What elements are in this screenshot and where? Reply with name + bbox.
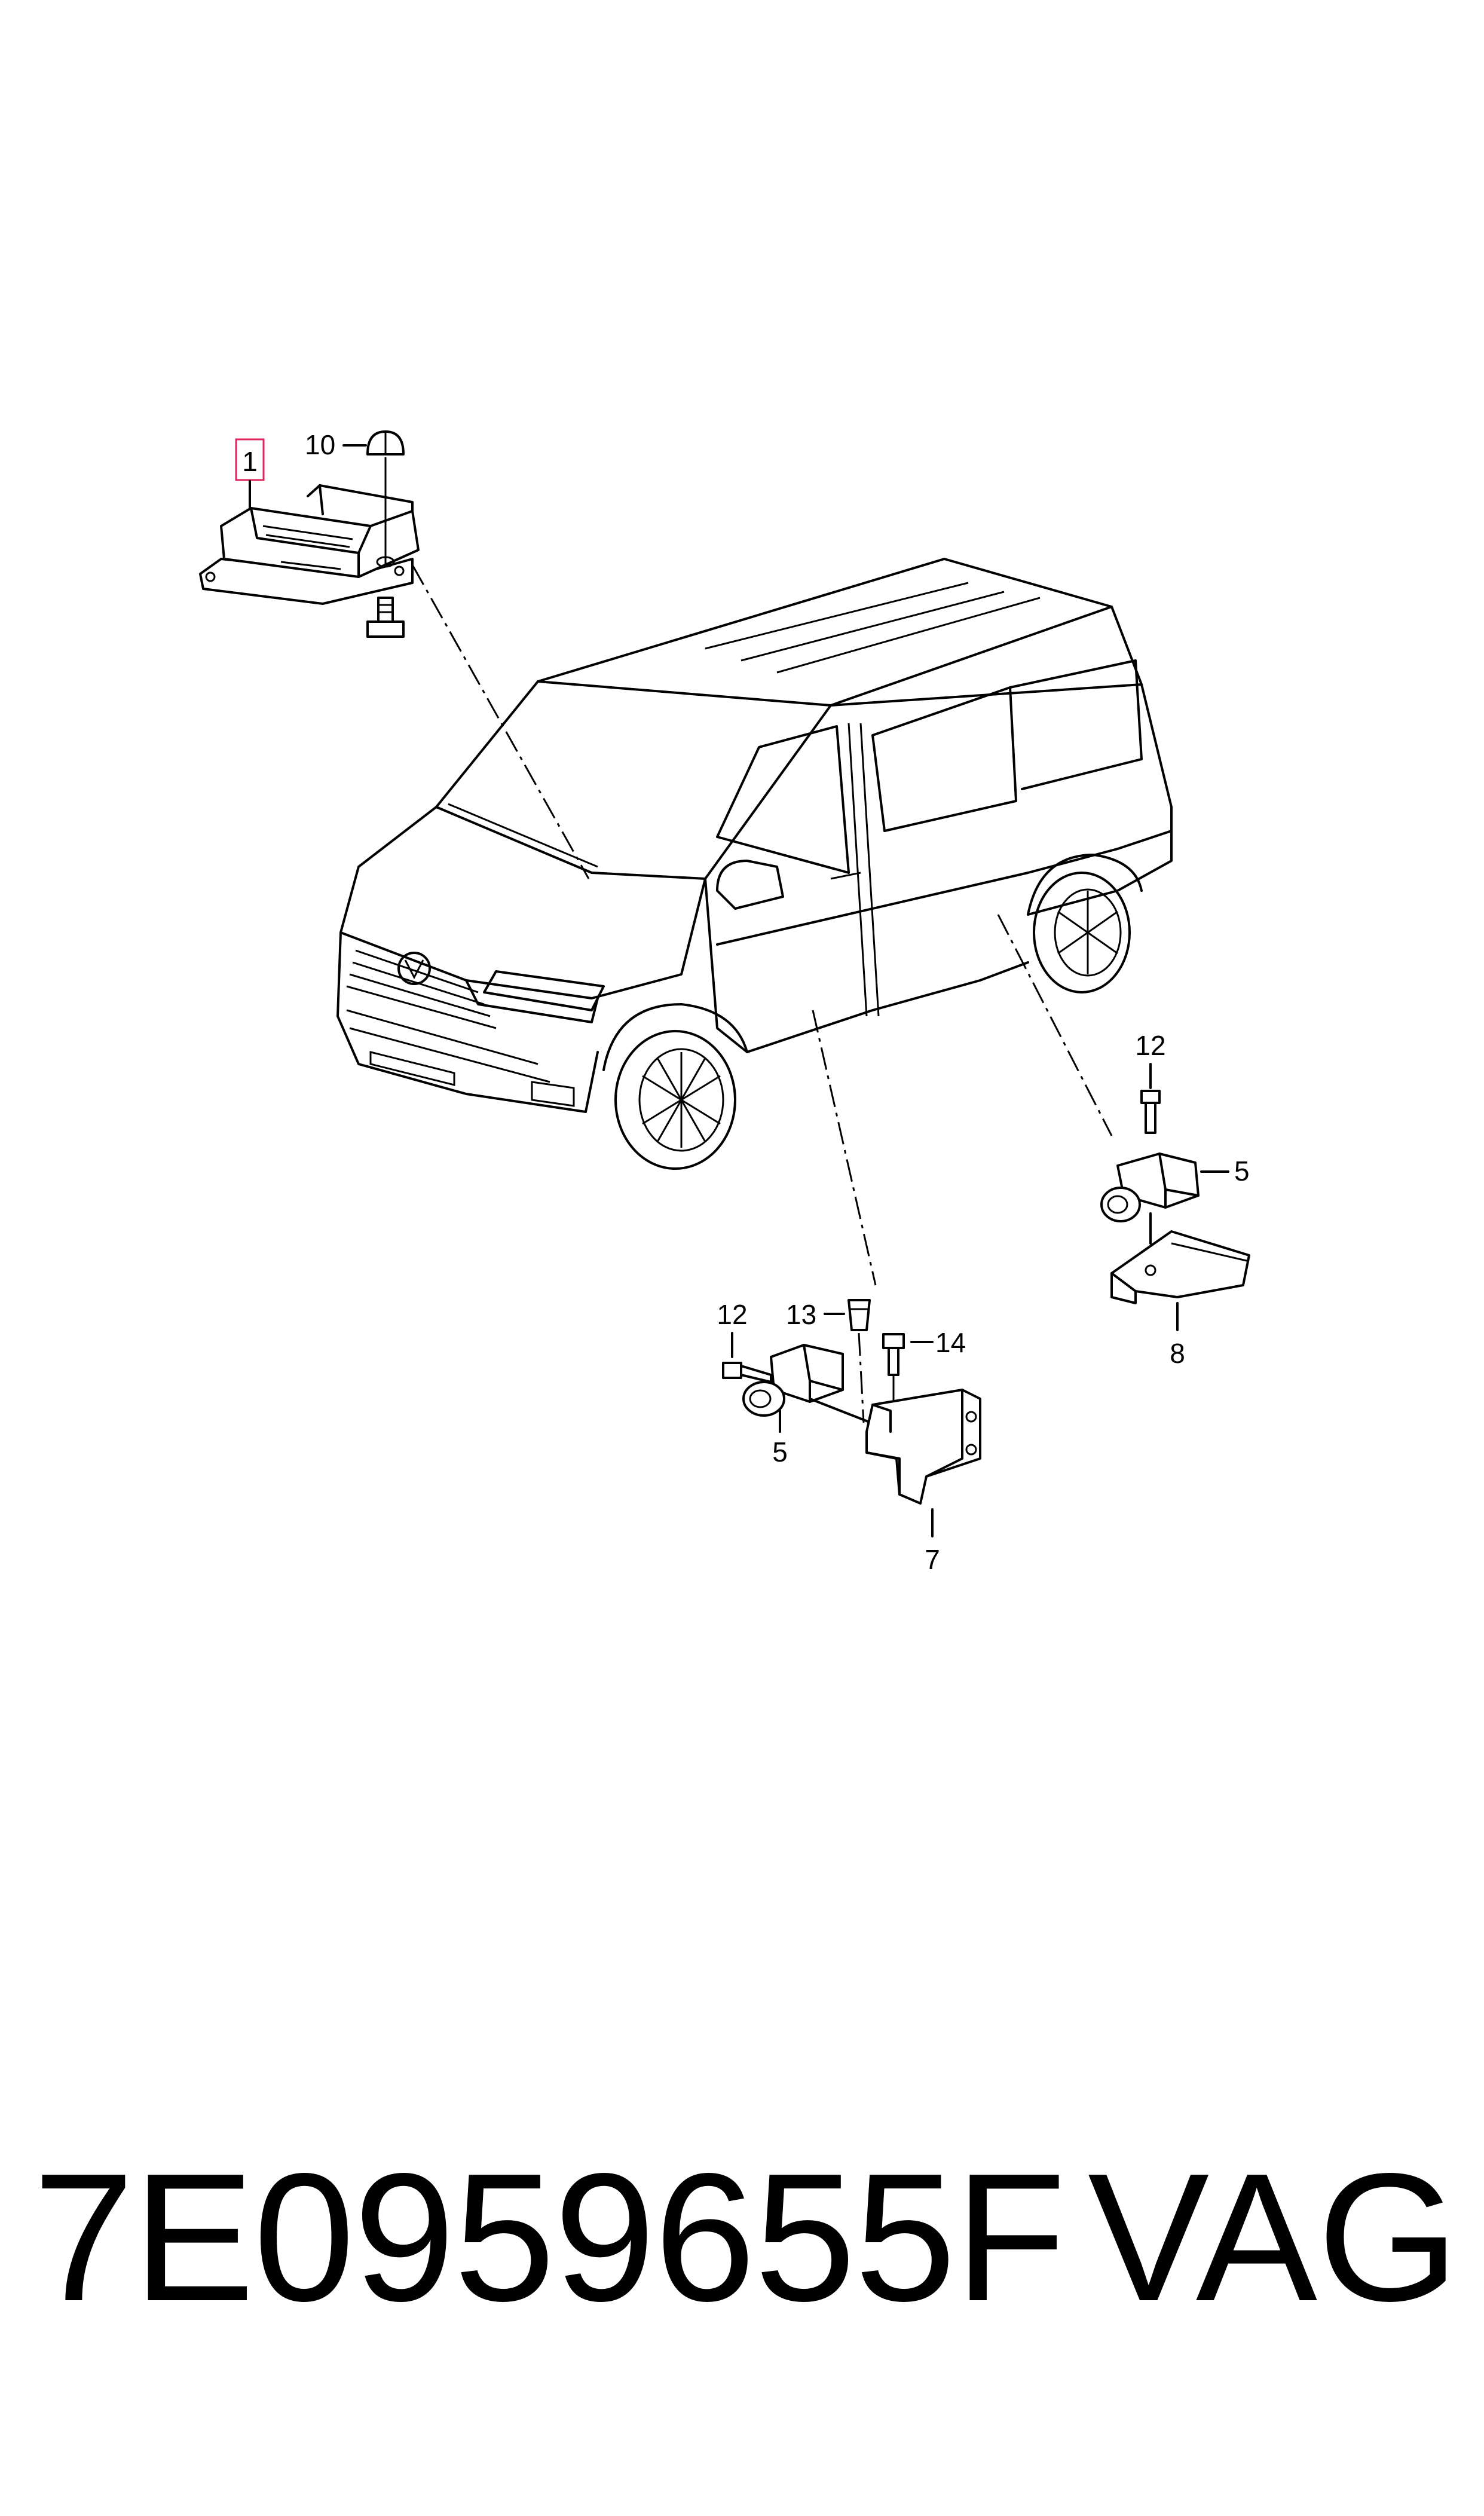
vehicle-illustration	[336, 558, 1173, 1170]
bolt-icon	[882, 1333, 905, 1405]
callout-7[interactable]: 7	[925, 1508, 940, 1575]
part-number-caption: 7E0959655F	[33, 2135, 1066, 2339]
callout-12-right[interactable]: 12	[1135, 1030, 1166, 1089]
callout-12-left[interactable]: 12	[717, 1299, 748, 1358]
callout-12-right-label: 12	[1135, 1030, 1165, 1061]
callout-1-label: 1	[242, 446, 258, 477]
callout-10-label: 10	[305, 429, 335, 460]
callout-8[interactable]: 8	[1170, 1302, 1185, 1369]
bracket-7[interactable]	[865, 1389, 981, 1505]
callout-8-label: 8	[1170, 1338, 1185, 1369]
callout-14[interactable]: 14	[910, 1327, 966, 1358]
callout-5-left-label: 5	[772, 1436, 788, 1468]
callout-12-left-label: 12	[717, 1299, 747, 1330]
callout-5-right-label: 5	[1234, 1155, 1250, 1187]
bolt-icon	[366, 597, 405, 638]
callout-13[interactable]: 13	[786, 1299, 845, 1330]
callout-10[interactable]: 10	[305, 429, 367, 460]
callout-1[interactable]: 1	[235, 438, 265, 515]
callout-5-left[interactable]: 5	[772, 1410, 788, 1468]
airbag-control-unit[interactable]	[199, 484, 420, 605]
crash-sensor-left[interactable]	[742, 1344, 880, 1427]
callout-13-label: 13	[786, 1299, 816, 1330]
crash-sensor-right[interactable]	[1100, 1152, 1200, 1222]
screw-icon	[722, 1362, 772, 1383]
cap-nut-icon	[366, 430, 405, 568]
clip-nut-icon	[847, 1299, 871, 1423]
callout-14-label: 14	[935, 1327, 966, 1358]
callout-5-right[interactable]: 5	[1200, 1155, 1250, 1187]
callout-7-label: 7	[925, 1544, 940, 1575]
bracket-8[interactable]	[1110, 1230, 1250, 1304]
screw-icon	[1140, 1090, 1161, 1134]
brand-caption: VAG	[1088, 2135, 1459, 2339]
